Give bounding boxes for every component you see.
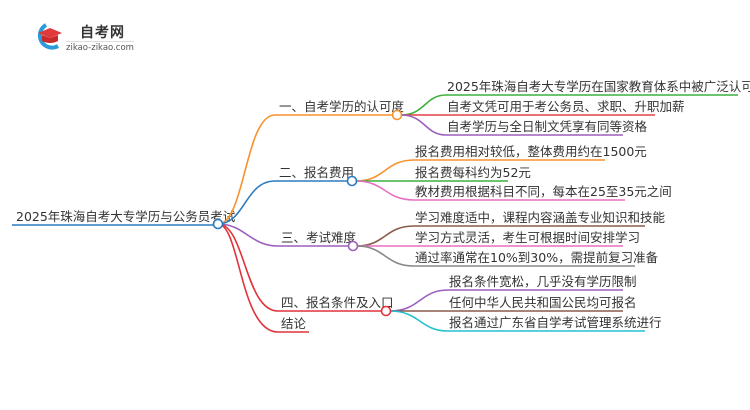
branch-1-collapse-toggle[interactable]	[391, 109, 403, 121]
branch-3-label[interactable]: 三、考试难度	[281, 230, 357, 245]
branch-1-child-1[interactable]: 2025年珠海自考大专学历在国家教育体系中被广泛认可	[447, 79, 750, 94]
edge-root-branch-2	[217, 180, 276, 225]
branch-4-child-1[interactable]: 报名条件宽松，几乎没有学历限制	[449, 274, 637, 289]
branch-4-child-2[interactable]: 任何中华人民共和国公民均可报名	[449, 295, 637, 310]
branch-2-child-2[interactable]: 报名费每科约为52元	[415, 165, 531, 180]
edge-3-3	[356, 245, 635, 267]
site-logo[interactable]: 自考网 zikao-zikao.com	[32, 22, 152, 53]
branch-5-label[interactable]: 结论	[281, 316, 307, 331]
edge-root-branch-1	[217, 114, 276, 225]
branch-4-label[interactable]: 四、报名条件及入口	[281, 295, 394, 310]
graduation-cap-icon	[37, 23, 62, 50]
branch-4-collapse-toggle[interactable]	[380, 305, 392, 317]
logo-title: 自考网	[80, 25, 125, 41]
branch-1-child-3[interactable]: 自考学历与全日制文凭享有同等资格	[447, 119, 648, 134]
edge-root-branch-4	[217, 223, 279, 312]
branch-3-child-3[interactable]: 通过率通常在10%到30%，需提前复习准备	[415, 250, 659, 265]
root-node-label[interactable]: 2025年珠海自考大专学历与公务员考试	[16, 209, 236, 224]
branch-1-label[interactable]: 一、自考学历的认可度	[279, 99, 405, 114]
branch-2-label[interactable]: 二、报名费用	[279, 165, 354, 180]
branch-4-child-3[interactable]: 报名通过广东省自学考试管理系统进行	[449, 315, 662, 330]
branch-3-child-1[interactable]: 学习难度适中，课程内容涵盖专业知识和技能	[415, 210, 666, 225]
branch-1-child-2[interactable]: 自考文凭可用于考公务员、求职、升职加薪	[447, 99, 685, 114]
root-collapse-toggle[interactable]	[212, 218, 224, 230]
edge-root-branch-5	[217, 223, 279, 333]
edge-2-3	[355, 180, 625, 201]
edge-4-3	[389, 310, 645, 332]
branch-3-child-2[interactable]: 学习方式灵活，考生可根据时间安排学习	[415, 230, 640, 245]
branch-2-child-1[interactable]: 报名费用相对较低，整体费用约在1500元	[415, 144, 647, 159]
branch-2-child-3[interactable]: 教材费用根据科目不同，每本在25至35元之间	[415, 184, 672, 199]
edge-root-branch-3	[217, 223, 279, 247]
branch-3-collapse-toggle[interactable]	[347, 240, 359, 252]
edge-1-3	[400, 114, 623, 136]
branch-2-collapse-toggle[interactable]	[346, 175, 358, 187]
logo-url: zikao-zikao.com	[66, 41, 134, 53]
